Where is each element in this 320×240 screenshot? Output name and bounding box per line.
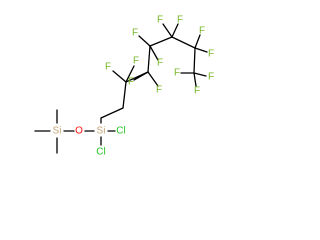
- atom-si2: Si: [97, 126, 106, 137]
- atom-si1: Si: [53, 126, 62, 137]
- molecule-svg: F F F F F F F F F F F F F Si O Si Cl Cl: [34, 15, 215, 158]
- atom-f13: F: [194, 86, 200, 97]
- atom-f3: F: [128, 77, 134, 88]
- bonds: [34, 23, 208, 154]
- bond-c5-f5: [138, 35, 151, 47]
- bond-c7-c8: [193, 47, 196, 74]
- bond-c7-f9: [194, 34, 201, 49]
- atom-f8: F: [177, 15, 183, 26]
- bond-c3-f1: [112, 70, 127, 83]
- atom-f4: F: [156, 85, 162, 96]
- bond-c8-f13: [193, 72, 197, 87]
- bond-c7-f10: [194, 47, 208, 53]
- atom-f2: F: [133, 56, 139, 67]
- bond-c4-c5: [147, 45, 151, 73]
- bond-c8-f12: [193, 72, 207, 77]
- atom-f5: F: [132, 28, 138, 39]
- structure-diagram: F F F F F F F F F F F F F Si O Si Cl Cl: [34, 15, 215, 158]
- bond-c6-f7: [162, 23, 173, 38]
- bond-c4-f4: [147, 71, 159, 87]
- bond-c1-c2: [100, 107, 124, 119]
- atom-f11: F: [174, 68, 180, 79]
- atom-o1: O: [75, 126, 83, 137]
- bond-c5-c6: [149, 36, 173, 47]
- atom-f1: F: [105, 62, 111, 73]
- bond-c5-f6: [149, 45, 159, 61]
- atom-f9: F: [199, 26, 205, 37]
- bond-c4-f3: [133, 71, 149, 81]
- atom-f7: F: [157, 15, 163, 26]
- atom-f12: F: [208, 72, 214, 83]
- atom-cl1: Cl: [116, 126, 125, 137]
- bond-c3-f2: [125, 65, 135, 83]
- atom-cl2: Cl: [96, 147, 105, 158]
- atom-f10: F: [208, 49, 214, 60]
- bond-c2-c3: [122, 81, 127, 109]
- atom-f6: F: [157, 58, 163, 69]
- atom-labels: F F F F F F F F F F F F F Si O Si Cl Cl: [53, 15, 215, 158]
- bond-c6-f8: [171, 23, 179, 38]
- bond-c6-c7: [171, 36, 196, 49]
